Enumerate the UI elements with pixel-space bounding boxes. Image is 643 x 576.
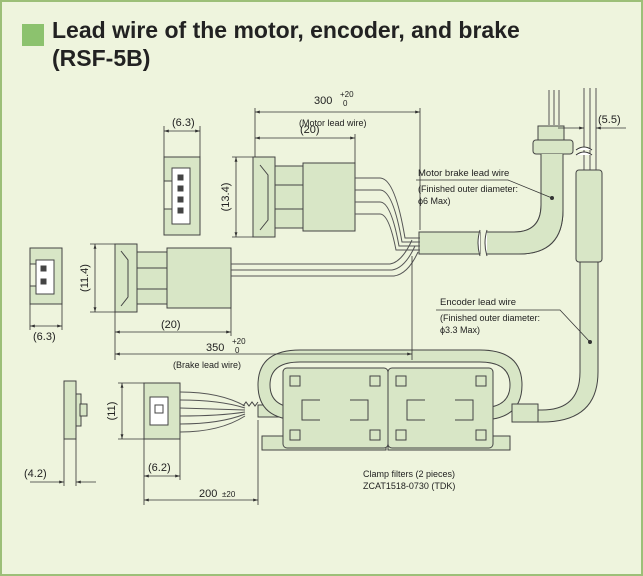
encoder-wire-line2: ϕ3.3 Max): [440, 325, 480, 335]
encoder-tube: [535, 261, 599, 423]
motor-connector-end: [163, 156, 201, 236]
motor-length-tol-lower: 0: [343, 99, 348, 108]
break-mark: [575, 146, 593, 156]
encoder-height: (11): [106, 402, 118, 421]
wire-crimp: [242, 401, 259, 407]
encoder-wire-line1: (Finished outer diameter:: [440, 313, 540, 323]
encoder-wires: [179, 391, 246, 433]
clamp-filter-right: [387, 367, 511, 451]
motor-length-caption: (Motor lead wire): [299, 118, 367, 128]
encoder-connector: [143, 382, 181, 440]
cable-clip-base: [532, 139, 574, 155]
encoder-side-width: (4.2): [24, 468, 47, 480]
encoder-connector-side: [63, 380, 88, 440]
motor-length-value: 300: [314, 95, 332, 107]
title-line-2: (RSF-5B): [52, 45, 151, 71]
encoder-sleeve-right: [511, 403, 539, 423]
brake-height: (11.4): [79, 264, 91, 292]
brake-connector: [114, 243, 232, 313]
encoder-body-width: (6.2): [148, 462, 171, 474]
brake-length-tol-lower: 0: [235, 346, 240, 355]
brake-length-value: 350: [206, 342, 224, 354]
brake-length-caption: (Brake lead wire): [173, 360, 241, 370]
brake-wires: [231, 239, 419, 277]
motor-brake-tube-segment: [418, 231, 481, 255]
motor-connector: [252, 156, 356, 238]
motor-wires: [355, 177, 420, 251]
motor-brake-wire-title: Motor brake lead wire: [418, 168, 509, 179]
leader-lines: [416, 179, 593, 344]
dimension-labels: 300 +20 0 (Motor lead wire) (20) (13.4) …: [24, 90, 621, 500]
dimension-lines: [29, 108, 626, 505]
clamp-line2: ZCAT1518-0730 (TDK): [363, 481, 455, 491]
brake-connector-end: [29, 247, 63, 305]
wire-callouts: Motor brake lead wire (Finished outer di…: [363, 168, 540, 491]
brake-length-tol-upper: +20: [232, 337, 246, 346]
motor-brake-tube: [487, 154, 563, 254]
encoder-sleeve: [575, 169, 603, 263]
encoder-length-label: 200: [199, 488, 217, 500]
title-marker: [22, 24, 44, 46]
diagram-title: Lead wire of the motor, encoder, and bra…: [52, 16, 612, 72]
encoder-length-tol: ±20: [222, 490, 236, 499]
clamp-line1: Clamp filters (2 pieces): [363, 469, 455, 479]
motor-end-width: (6.3): [172, 117, 195, 129]
brake-body-length: (20): [161, 319, 181, 331]
motor-height: (13.4): [220, 183, 232, 212]
cable-diameter: (5.5): [598, 114, 621, 126]
motor-body-length: (20): [300, 124, 320, 136]
motor-length-tol-upper: +20: [340, 90, 354, 99]
title-line-1: Lead wire of the motor, encoder, and bra…: [52, 17, 520, 43]
motor-brake-wire-line1: (Finished outer diameter:: [418, 184, 518, 194]
brake-end-width: (6.3): [33, 331, 56, 343]
motor-brake-wire-line2: ϕ6 Max): [418, 196, 451, 206]
encoder-wire-title: Encoder lead wire: [440, 297, 516, 308]
